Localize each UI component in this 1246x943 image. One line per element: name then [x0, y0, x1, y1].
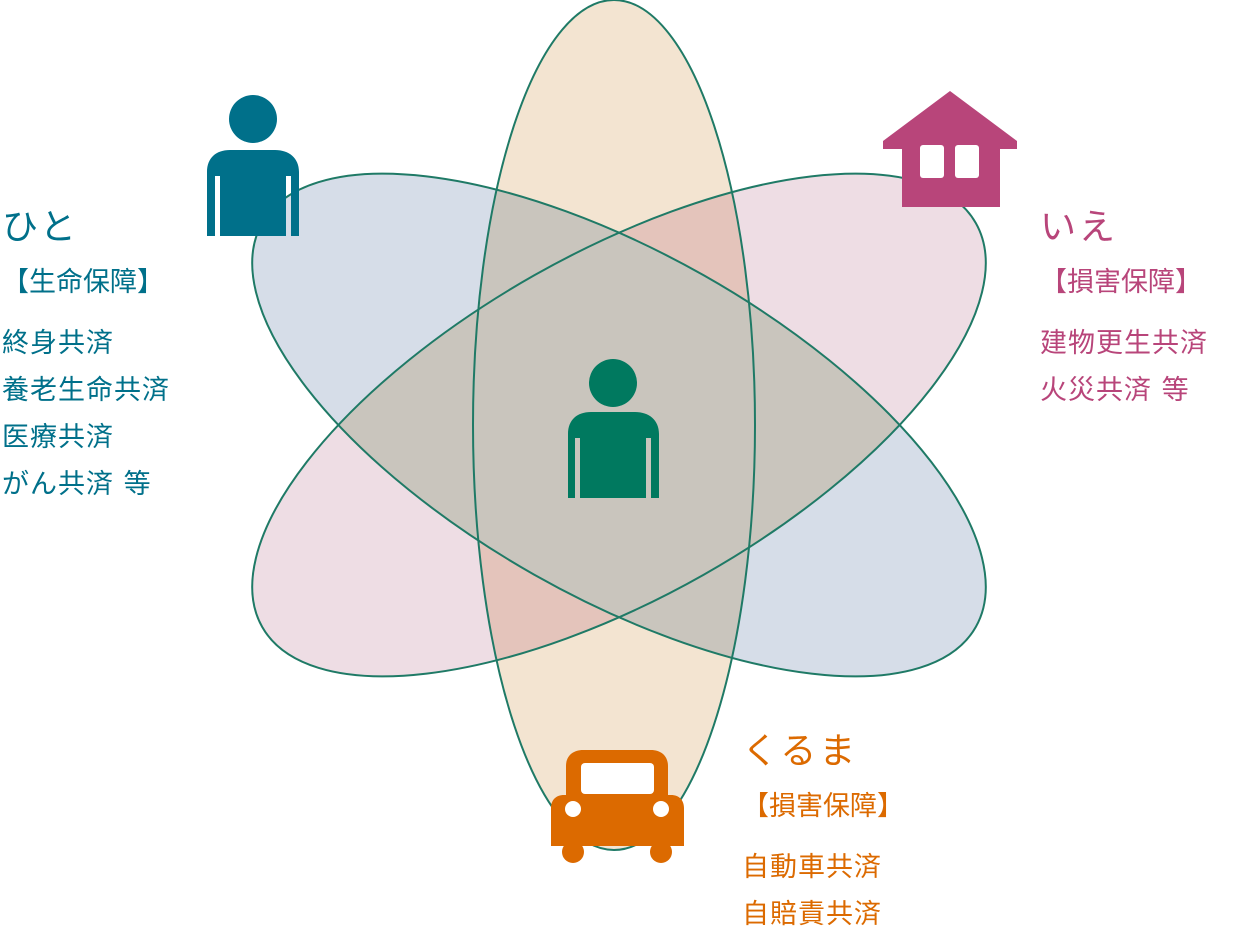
hito-items: 終身共済 養老生命共済 医療共済 がん共済 等	[2, 320, 170, 508]
ellipse-outlines	[251, 0, 987, 851]
ie-title: いえ	[1040, 207, 1119, 248]
list-item: 自賠責共済	[742, 899, 882, 930]
list-item: 火災共済 等	[1040, 375, 1190, 406]
list-item: 医療共済	[2, 422, 114, 453]
ie-items: 建物更生共済 火災共済 等	[1040, 320, 1208, 414]
kuruma-items: 自動車共済 自賠責共済	[742, 844, 904, 938]
car-icon	[551, 750, 684, 863]
list-item: 建物更生共済	[1040, 328, 1208, 359]
list-item: 終身共済	[2, 328, 114, 359]
ie-group: いえ 【損害保障】 建物更生共済 火災共済 等	[1040, 206, 1208, 414]
hito-subtitle: 【生命保障】	[2, 267, 164, 298]
house-icon	[883, 91, 1017, 207]
kuruma-group: くるま 【損害保障】 自動車共済 自賠責共済	[742, 730, 904, 938]
hito-title: ひと	[2, 207, 79, 248]
list-item: がん共済 等	[2, 469, 152, 500]
list-item: 養老生命共済	[2, 375, 170, 406]
kuruma-title: くるま	[742, 731, 859, 772]
kuruma-subtitle: 【損害保障】	[742, 791, 904, 822]
person-icon	[207, 95, 299, 236]
list-item: 自動車共済	[742, 852, 882, 883]
hito-group: ひと 【生命保障】 終身共済 養老生命共済 医療共済 がん共済 等	[2, 206, 170, 508]
person-icon	[568, 359, 659, 498]
ie-subtitle: 【損害保障】	[1040, 267, 1202, 298]
